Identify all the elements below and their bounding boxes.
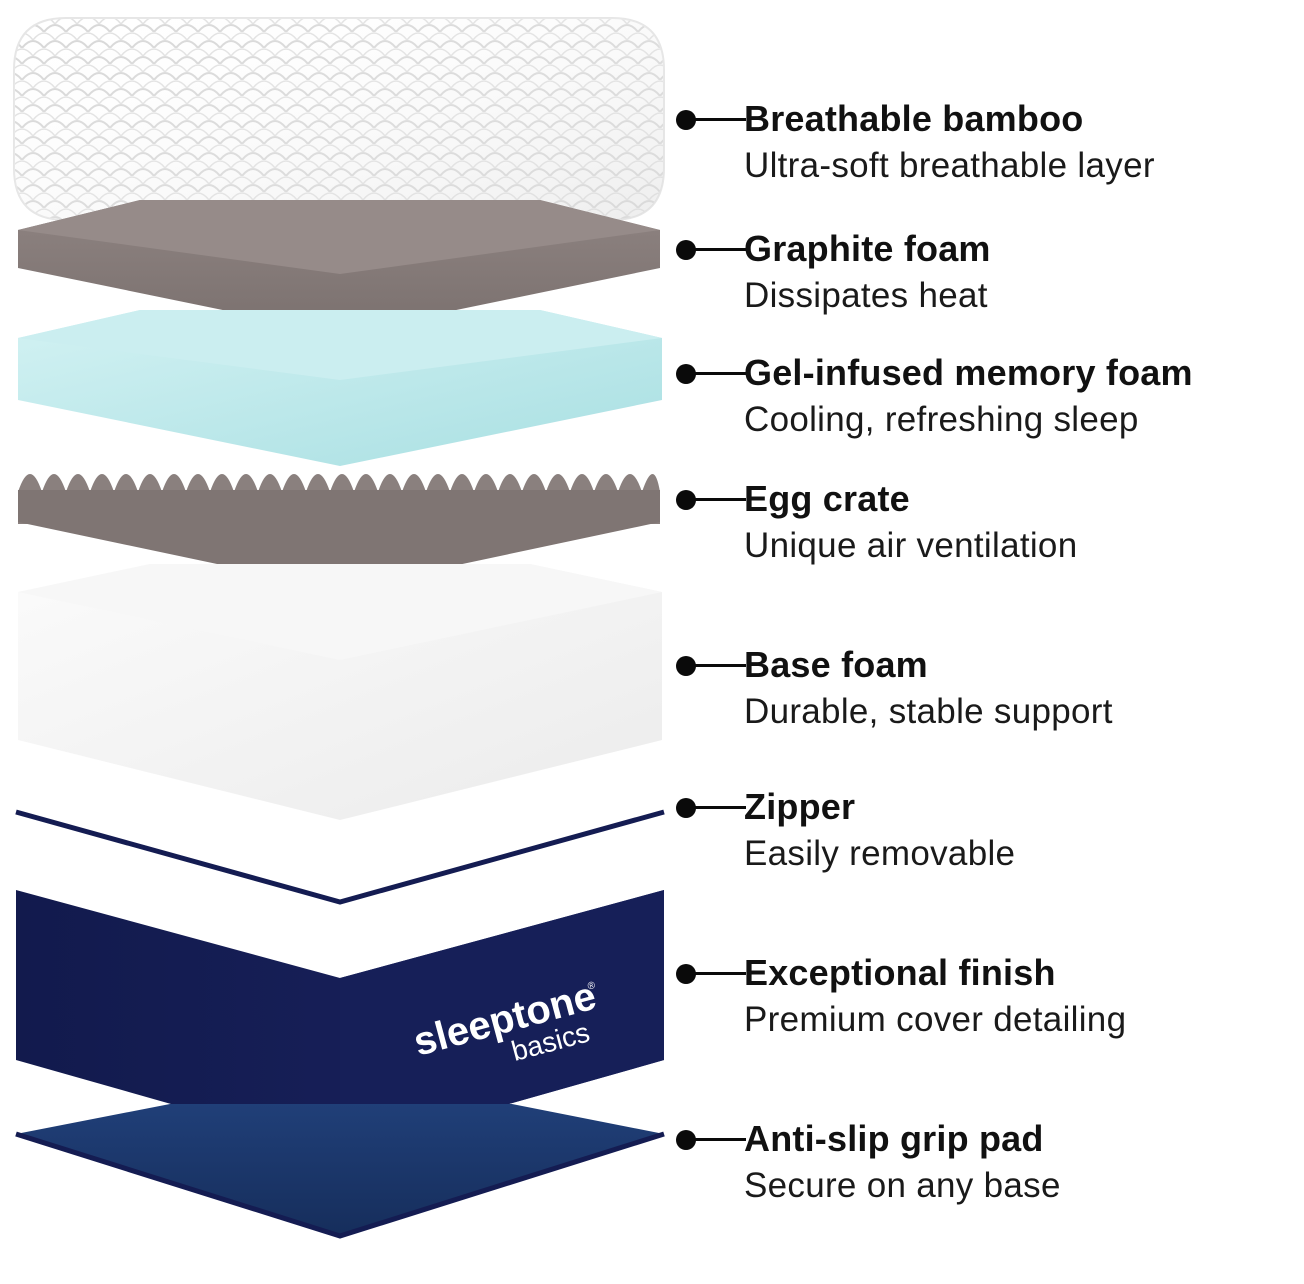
layer-title: Egg crate [744, 478, 910, 519]
callout-dot-icon [676, 240, 696, 260]
callout-dot-icon [676, 1130, 696, 1150]
layer-desc: Unique air ventilation [744, 526, 1078, 565]
callout-line [690, 248, 746, 251]
gel-foam-layer [18, 310, 662, 466]
layer-desc: Dissipates heat [744, 276, 988, 315]
layer-title: Anti-slip grip pad [744, 1118, 1044, 1159]
callout-line [690, 372, 746, 375]
layer-desc: Premium cover detailing [744, 1000, 1127, 1039]
callout-line [690, 972, 746, 975]
layer-title: Breathable bamboo [744, 98, 1084, 139]
callout-dot-icon [676, 490, 696, 510]
grip-pad-layer [15, 1104, 665, 1239]
graphite-foam-layer [18, 200, 660, 334]
layer-title: Exceptional finish [744, 952, 1056, 993]
callout-dot-icon [676, 364, 696, 384]
layer-desc: Cooling, refreshing sleep [744, 400, 1139, 439]
zipper-layer [15, 809, 665, 905]
callout-dot-icon [676, 964, 696, 984]
callout-line [690, 664, 746, 667]
layer-title: Graphite foam [744, 228, 991, 269]
egg-crate-layer [18, 474, 660, 590]
cover-layer: sleeptone ® basics [16, 890, 664, 1152]
mattress-layer-stack: sleeptone ® basics [13, 17, 665, 1239]
brand-mark: ® [587, 980, 598, 993]
layer-title: Gel-infused memory foam [744, 352, 1193, 393]
callout-line [690, 806, 746, 809]
callout-dot-icon [676, 798, 696, 818]
layer-desc: Durable, stable support [744, 692, 1113, 731]
bamboo-layer [13, 17, 665, 221]
layer-title: Zipper [744, 786, 856, 827]
callout-dot-icon [676, 656, 696, 676]
layer-title: Base foam [744, 644, 928, 685]
callout-dot-icon [676, 110, 696, 130]
layer-desc: Easily removable [744, 834, 1016, 873]
layer-desc: Secure on any base [744, 1166, 1061, 1205]
callout-line [690, 118, 746, 121]
layer-desc: Ultra-soft breathable layer [744, 146, 1155, 185]
base-foam-layer [18, 564, 662, 820]
callout-line [690, 498, 746, 501]
callout-line [690, 1138, 746, 1141]
